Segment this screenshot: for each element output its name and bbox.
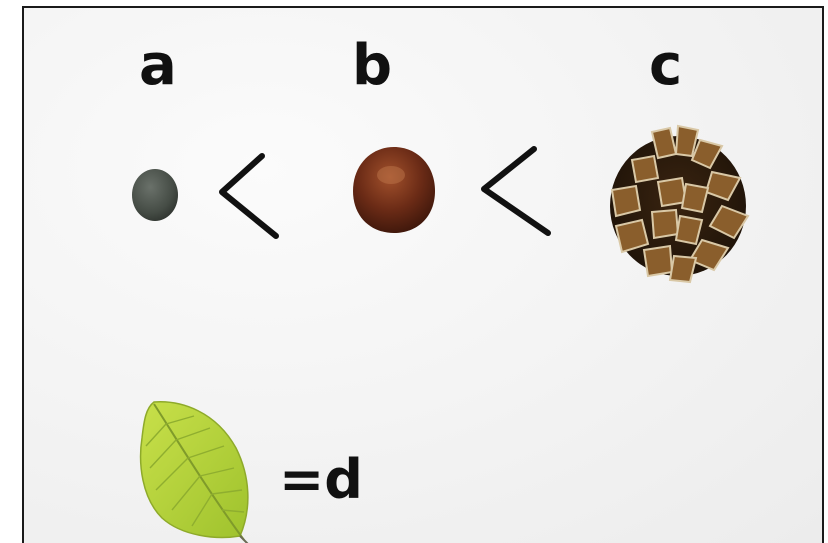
- beech-leaf-object: [136, 398, 256, 543]
- chestnut-object: [349, 143, 439, 237]
- label-c: c: [649, 38, 682, 94]
- label-a: a: [139, 38, 177, 94]
- pine-cone-object: [592, 120, 762, 288]
- label-b: b: [352, 38, 392, 94]
- less-than-sign-2: [476, 143, 558, 239]
- label-equals-d: =d: [279, 453, 363, 507]
- less-than-sign-1: [214, 150, 294, 242]
- whiteboard-photo: a b c: [22, 6, 824, 543]
- stone-object: [129, 166, 181, 226]
